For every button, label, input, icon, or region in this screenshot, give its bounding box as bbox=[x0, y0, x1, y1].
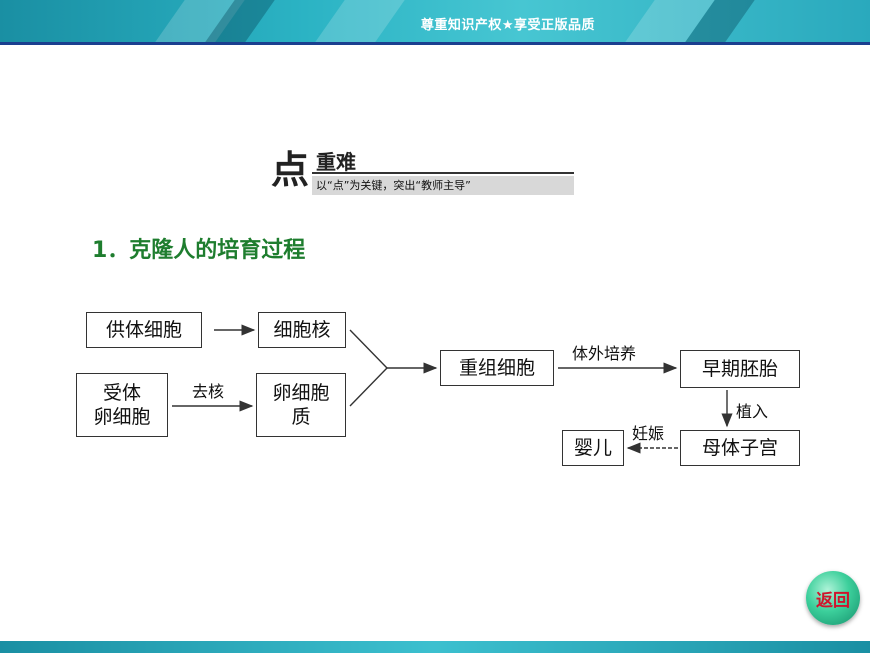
pregnancy-label: 妊娠 bbox=[632, 424, 665, 443]
badge-char: 点 bbox=[271, 147, 310, 192]
recombined-cell-label: 重组细胞 bbox=[458, 357, 535, 379]
enucleate-label: 去核 bbox=[192, 382, 225, 401]
recombined-cell-box: 重组细胞 bbox=[440, 350, 554, 386]
section-heading: 1．克隆人的培育过程 bbox=[92, 238, 306, 263]
mother-uterus-box: 母体子宫 bbox=[680, 430, 800, 466]
recipient-egg-box: 受体 卵细胞 bbox=[76, 373, 168, 437]
cytoplasm-line2: 质 bbox=[291, 406, 311, 428]
early-embryo-label: 早期胚胎 bbox=[701, 358, 778, 380]
mother-uterus-label: 母体子宫 bbox=[701, 437, 778, 459]
infant-box: 婴儿 bbox=[562, 430, 624, 466]
nucleus-box: 细胞核 bbox=[258, 312, 346, 348]
culture-label: 体外培养 bbox=[572, 344, 637, 363]
merge-line-bottom bbox=[349, 367, 388, 407]
implant-label: 植入 bbox=[736, 402, 769, 421]
return-button[interactable]: 返回 bbox=[806, 571, 860, 625]
infant-label: 婴儿 bbox=[573, 437, 612, 459]
donor-cell-box: 供体细胞 bbox=[86, 312, 202, 348]
header-title: 尊重知识产权★享受正版品质 bbox=[420, 18, 595, 33]
cytoplasm-line1: 卵细胞 bbox=[272, 382, 330, 404]
badge-underline bbox=[312, 172, 574, 174]
header-divider bbox=[0, 42, 870, 45]
recipient-line2: 卵细胞 bbox=[93, 406, 151, 428]
footer-bar bbox=[0, 641, 870, 653]
early-embryo-box: 早期胚胎 bbox=[680, 350, 800, 388]
donor-cell-label: 供体细胞 bbox=[105, 319, 182, 341]
badge-subtitle: 以“点”为关键，突出“教师主导” bbox=[312, 176, 574, 195]
merge-line-top bbox=[349, 329, 388, 369]
header-bar: 尊重知识产权★享受正版品质 bbox=[0, 0, 870, 42]
recipient-line1: 受体 bbox=[102, 382, 141, 404]
egg-cytoplasm-box: 卵细胞 质 bbox=[256, 373, 346, 437]
nucleus-label: 细胞核 bbox=[273, 319, 331, 341]
badge-title: 重难 bbox=[316, 150, 356, 174]
